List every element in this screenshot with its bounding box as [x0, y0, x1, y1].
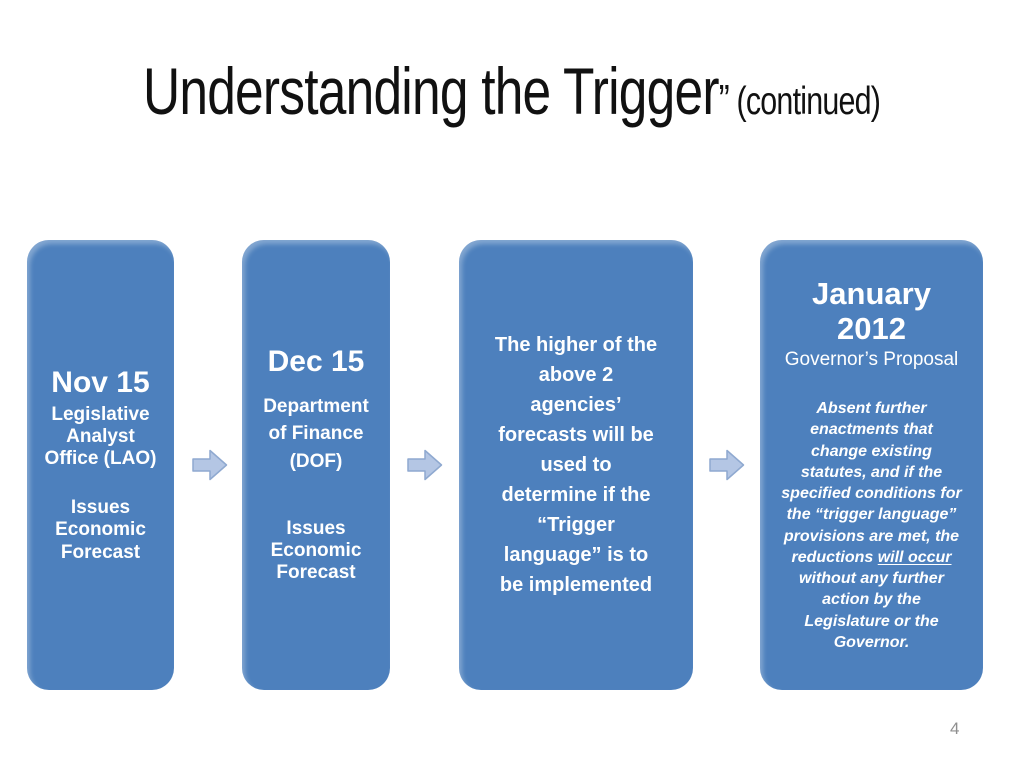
slide-title: Understanding the Trigger” (continued) — [0, 58, 1024, 124]
flow-box-january-2012-proposal: Absent further enactments that change ex… — [781, 398, 961, 653]
flow-box-nov-15-agency: Legislative Analyst Office (LAO) — [44, 403, 157, 470]
flow-box-dec-15: Dec 15 Department of Finance (DOF) Issue… — [242, 240, 390, 690]
flow-box-dec-15-action: Issues Economic Forecast — [270, 517, 362, 584]
slide-title-text: Understanding the Trigger” (continued) — [143, 58, 881, 124]
proposal-text-after: without any further action by the Legisl… — [799, 570, 944, 651]
flow-box-nov-15: Nov 15 Legislative Analyst Office (LAO) … — [27, 240, 174, 690]
proposal-text-underlined: will occur — [877, 548, 952, 566]
flow-arrow-icon — [709, 449, 745, 481]
flow-arrow-icon — [192, 449, 228, 481]
flow-box-nov-15-heading: Nov 15 — [51, 365, 150, 399]
flow-box-nov-15-action: Issues Economic Forecast — [55, 496, 146, 563]
flow-box-forecast-comparison: The higher of the above 2 agencies’ fore… — [459, 240, 693, 690]
page-number: 4 — [950, 719, 960, 738]
flow-box-january-2012: January 2012 Governor’s Proposal Absent … — [760, 240, 983, 690]
flow-arrow-icon — [407, 449, 443, 481]
slide-title-suffix: (continued) — [729, 80, 881, 123]
flow-box-dec-15-heading: Dec 15 — [267, 345, 365, 379]
flow-box-january-2012-heading: January 2012 — [812, 275, 931, 346]
proposal-text-before: Absent further enactments that change ex… — [781, 400, 962, 566]
flow-box-dec-15-agency: Department of Finance (DOF) — [263, 395, 369, 472]
slide-title-quote: ” — [719, 76, 730, 123]
flow-box-forecast-comparison-text: The higher of the above 2 agencies’ fore… — [494, 334, 658, 596]
slide-title-main: Understanding the Trigger — [143, 54, 720, 128]
flow-box-january-2012-subtitle: Governor’s Proposal — [784, 349, 959, 371]
